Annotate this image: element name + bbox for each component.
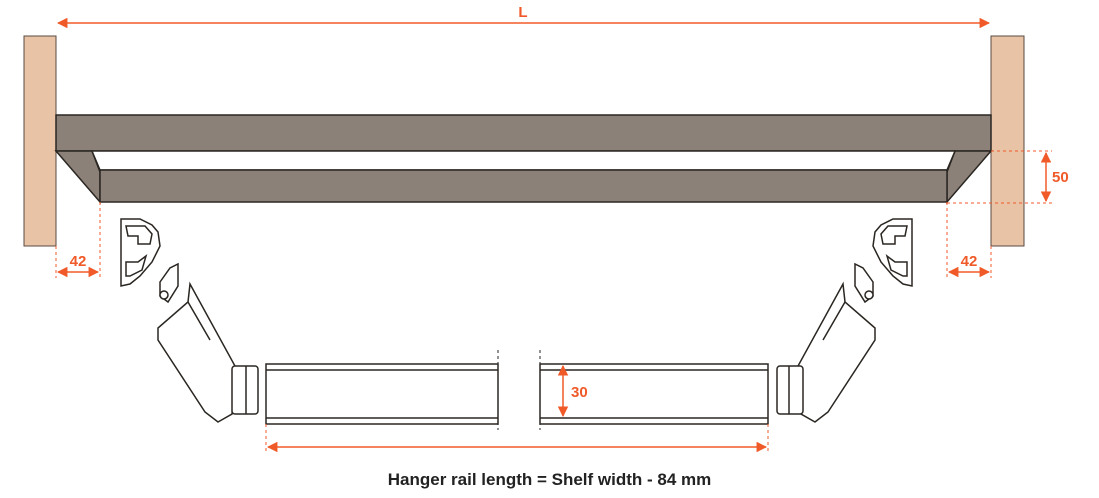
left-clip-profile (120, 218, 179, 304)
rail-length-formula: Hanger rail length = Shelf width - 84 mm (387, 470, 712, 489)
dimension-rail-length (265, 424, 769, 453)
rail-assembly (54, 114, 993, 205)
length-label: L (518, 4, 527, 21)
left-offset-label: 42 (70, 253, 87, 270)
left-end-cap (157, 281, 259, 423)
right-clip-profile (854, 218, 913, 304)
hanger-rail (99, 169, 948, 203)
right-wall (990, 35, 1025, 247)
dimension-left-offset: 42 (55, 202, 101, 278)
left-bracket (54, 150, 101, 205)
left-wall (23, 35, 57, 247)
right-offset-label: 42 (961, 253, 978, 270)
dimension-right-offset: 42 (946, 202, 992, 278)
height-label: 50 (1052, 169, 1069, 186)
profile-height-label: 30 (571, 384, 588, 401)
right-bracket (946, 150, 993, 205)
right-end-cap (776, 281, 876, 423)
dimension-length: L (56, 4, 991, 29)
shelf-top (55, 114, 992, 152)
rail-profile-left (265, 350, 499, 430)
rail-profile-right (539, 350, 769, 430)
dimension-profile-height: 30 (557, 364, 588, 418)
dimension-height: 50 (947, 150, 1069, 204)
rail-inner-gap (90, 150, 957, 171)
